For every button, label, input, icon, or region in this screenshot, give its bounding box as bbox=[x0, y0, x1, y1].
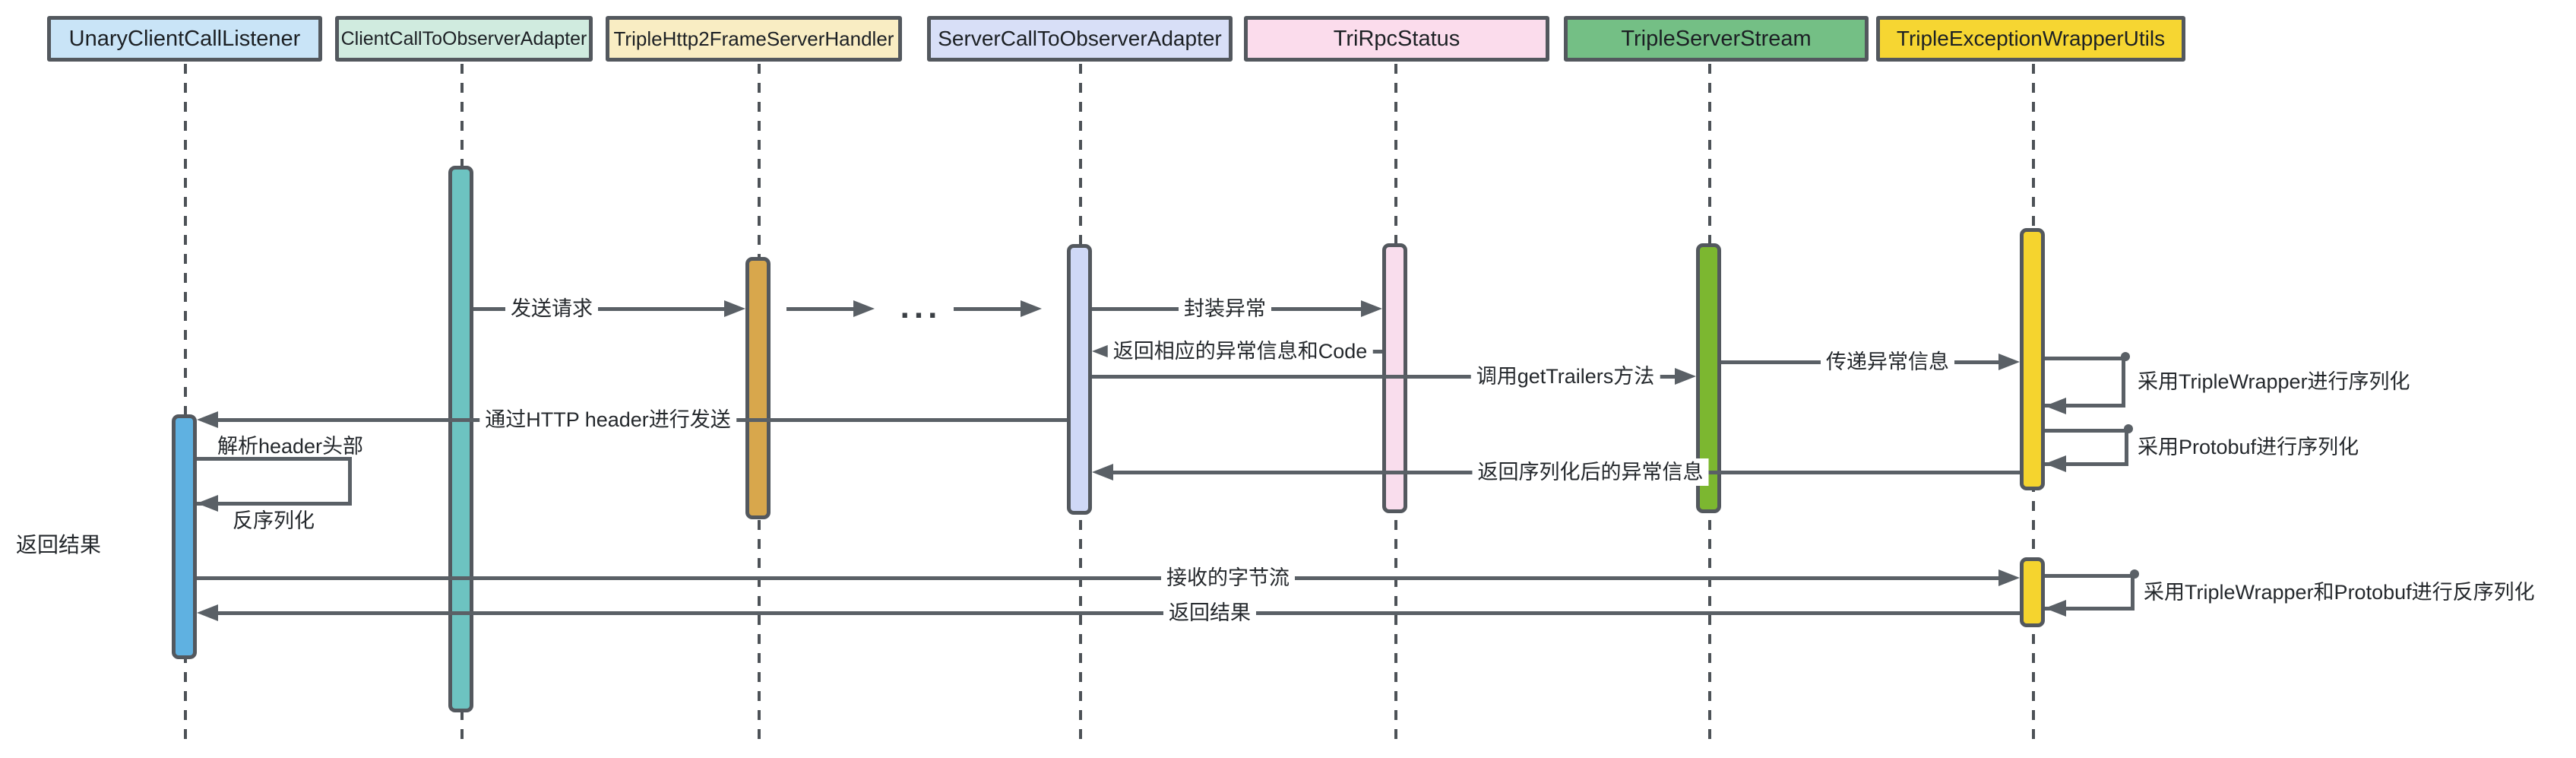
arrowhead-left-icon bbox=[197, 604, 218, 621]
arrow-omitted-hop-1 bbox=[786, 307, 855, 311]
participant-box-tripleexceptionwrapperutils: TripleExceptionWrapperUtils bbox=[1876, 16, 2185, 62]
activation-bar-triplehttp2frameserverhandler bbox=[745, 257, 771, 519]
participant-label: TriRpcStatus bbox=[1333, 26, 1460, 51]
arrow-received-byte-stream bbox=[197, 576, 1998, 580]
activation-bar-servercalltoobserveradapter bbox=[1067, 244, 1092, 515]
participant-box-servercalltoobserveradapter: ServerCallToObserverAdapter bbox=[927, 16, 1233, 62]
activation-bar-tripleserverstream bbox=[1696, 243, 1721, 513]
loop-corner-dot bbox=[2130, 569, 2139, 579]
message-label-parse-header: 解析header头部 bbox=[217, 435, 364, 458]
arrow-return-result bbox=[218, 611, 2020, 615]
loop-corner-dot bbox=[2121, 352, 2130, 361]
arrow-omitted-hop-2 bbox=[954, 307, 1022, 311]
arrowhead-right-icon bbox=[1998, 569, 2020, 586]
participant-box-unaryclientcalllistener: UnaryClientCallListener bbox=[47, 16, 322, 62]
participant-label: ClientCallToObserverAdapter bbox=[340, 27, 587, 49]
self-call-loop-serialize-triplewrapper bbox=[2045, 357, 2125, 408]
participant-label: TripleServerStream bbox=[1621, 26, 1812, 51]
message-label-send-request: 发送请求 bbox=[505, 295, 598, 322]
message-label-return-exception-info: 返回相应的异常信息和Code bbox=[1107, 338, 1373, 365]
arrowhead-right-icon bbox=[853, 300, 875, 317]
participant-box-triplehttp2frameserverhandler: TripleHttp2FrameServerHandler bbox=[606, 16, 902, 62]
activation-bar-tripleexceptionwrapperutils bbox=[2020, 228, 2045, 490]
ellipsis-label: ... bbox=[900, 288, 942, 325]
self-call-loop-deserialize-triplewrapper-protobuf bbox=[2045, 574, 2135, 611]
arrowhead-left-icon bbox=[1092, 464, 1113, 480]
message-label-wrap-exception: 封装异常 bbox=[1179, 295, 1271, 322]
participant-label: TripleExceptionWrapperUtils bbox=[1896, 27, 2166, 50]
arrowhead-left-icon bbox=[2045, 398, 2066, 414]
arrowhead-right-icon bbox=[724, 300, 745, 317]
activation-bar-clientcalltoobserveradapter bbox=[448, 166, 473, 712]
message-label-serialize-triplewrapper: 采用TripleWrapper进行序列化 bbox=[2138, 370, 2410, 393]
message-label-deserialize-triplewrapper-protobuf: 采用TripleWrapper和Protobuf进行反序列化 bbox=[2144, 581, 2535, 604]
arrowhead-right-icon bbox=[1675, 368, 1696, 385]
participant-label: TripleHttp2FrameServerHandler bbox=[613, 27, 894, 50]
activation-bar-unaryclientcalllistener bbox=[172, 414, 197, 659]
message-label-pass-exception-info: 传递异常信息 bbox=[1821, 348, 1954, 376]
arrowhead-left-icon bbox=[197, 411, 218, 428]
arrowhead-right-icon bbox=[1361, 300, 1382, 317]
message-label-serialize-protobuf: 采用Protobuf进行序列化 bbox=[2138, 436, 2359, 458]
message-label-return-result: 返回结果 bbox=[1163, 599, 1256, 626]
self-call-loop-serialize-protobuf bbox=[2045, 429, 2128, 466]
arrow-call-gettrailers bbox=[1092, 375, 1675, 379]
arrowhead-right-icon bbox=[1998, 354, 2020, 370]
activation-bar-tripleexceptionwrapperutils-2 bbox=[2020, 557, 2045, 627]
loop-corner-dot bbox=[2124, 424, 2133, 433]
arrowhead-left-icon bbox=[197, 495, 218, 512]
participant-label: ServerCallToObserverAdapter bbox=[938, 27, 1222, 50]
message-label-return-serialized-exception: 返回序列化后的异常信息 bbox=[1472, 458, 1709, 486]
self-call-loop-parse-header bbox=[197, 457, 352, 506]
participant-box-clientcalltoobserveradapter: ClientCallToObserverAdapter bbox=[335, 16, 593, 62]
message-label-send-via-http-header: 通过HTTP header进行发送 bbox=[479, 406, 736, 433]
participant-box-tripleserverstream: TripleServerStream bbox=[1564, 16, 1869, 62]
arrow-send-request bbox=[473, 307, 726, 311]
note-return-result: 返回结果 bbox=[16, 533, 102, 557]
participant-box-trirpcstatus: TriRpcStatus bbox=[1244, 16, 1549, 62]
message-label-deserialize: 反序列化 bbox=[233, 509, 315, 532]
lifeline-unaryclientcalllistener bbox=[184, 64, 187, 745]
arrowhead-right-icon bbox=[1021, 300, 1042, 317]
message-label-received-byte-stream: 接收的字节流 bbox=[1161, 564, 1295, 591]
arrowhead-left-icon bbox=[2045, 600, 2066, 617]
message-label-call-gettrailers: 调用getTrailers方法 bbox=[1470, 363, 1660, 390]
arrowhead-left-icon bbox=[2045, 455, 2066, 472]
participant-label: UnaryClientCallListener bbox=[68, 26, 301, 51]
